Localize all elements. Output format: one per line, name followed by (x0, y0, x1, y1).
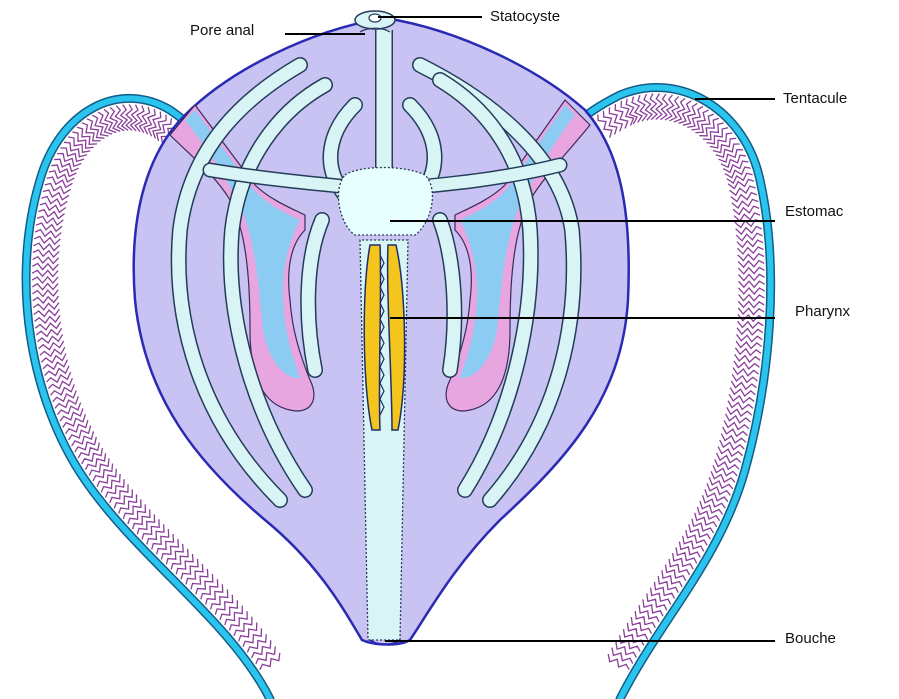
label-pore-anal: Pore anal (190, 22, 254, 40)
stomach (338, 168, 432, 236)
label-statocyste: Statocyste (490, 8, 560, 26)
label-pharynx: Pharynx (795, 303, 850, 321)
label-estomac: Estomac (785, 203, 843, 221)
tentacle-right-filaments (598, 94, 765, 670)
label-bouche: Bouche (785, 630, 836, 648)
label-tentacule: Tentacule (783, 90, 847, 108)
